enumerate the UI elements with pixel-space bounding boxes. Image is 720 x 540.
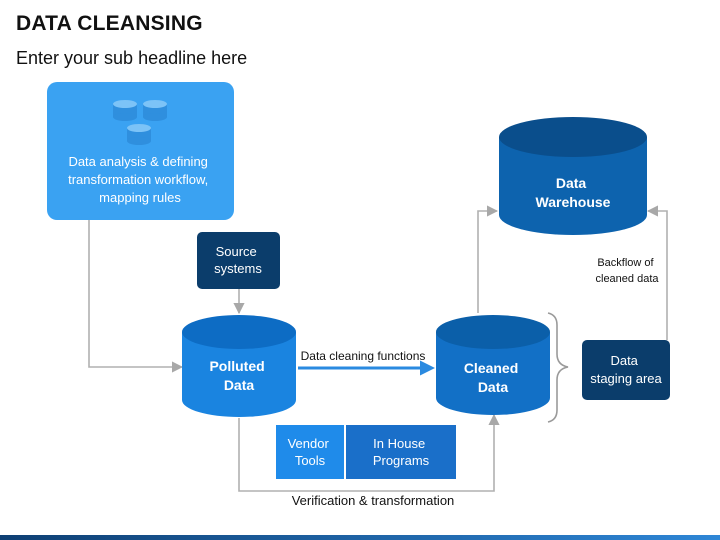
- analysis-label-line-2: transformation workflow,: [68, 172, 208, 187]
- svg-text:Vendor Tools: Vendor Tools: [288, 436, 333, 468]
- cleaned-label-line-2: Data: [478, 379, 509, 395]
- verification-connector: [238, 413, 500, 492]
- svg-text:Data analysis & defining: Data analysis & defining transformation …: [68, 154, 212, 205]
- staging-area-box: Data staging area: [582, 340, 670, 400]
- staging-label-line-2: staging area: [590, 371, 662, 386]
- vendor-label-line-1: Vendor: [288, 436, 330, 451]
- vendor-label-line-2: Tools: [295, 453, 326, 468]
- svg-text:Polluted Data: Polluted Data: [209, 358, 268, 393]
- in-house-programs-box: In House Programs: [346, 425, 456, 479]
- polluted-label-line-2: Data: [224, 377, 255, 393]
- svg-text:Cleaned Data: Cleaned Data: [464, 360, 522, 395]
- page-title: DATA CLEANSING: [16, 12, 203, 35]
- cleaned-label-line-1: Cleaned: [464, 360, 518, 376]
- database-icon: [113, 100, 167, 145]
- backflow-label-line-2: cleaned data: [596, 273, 660, 285]
- analysis-label-line-3: mapping rules: [99, 190, 181, 205]
- vendor-tools-box: Vendor Tools: [276, 425, 344, 479]
- backflow-label-line-1: Backflow of: [597, 257, 654, 269]
- backflow-connector: [646, 205, 668, 340]
- svg-text:Source systems: Source systems: [214, 244, 262, 276]
- staging-label-line-1: Data: [610, 353, 638, 368]
- polluted-data-cylinder: Polluted Data: [182, 315, 296, 417]
- warehouse-label-line-2: Warehouse: [536, 194, 611, 210]
- cleaned-data-cylinder: Cleaned Data: [436, 315, 550, 415]
- bottom-accent-bar: [0, 535, 720, 540]
- analysis-to-polluted-connector: [88, 220, 184, 373]
- verification-label: Verification & transformation: [292, 493, 455, 508]
- svg-text:Data staging area: Data staging area: [590, 353, 662, 386]
- data-warehouse-cylinder: Data Warehouse: [499, 117, 647, 235]
- source-systems-box: Source systems: [197, 232, 280, 289]
- inhouse-label-line-2: Programs: [373, 453, 430, 468]
- connectors: [88, 205, 668, 492]
- cleaned-to-warehouse-connector: [477, 205, 499, 313]
- analysis-label-line-1: Data analysis & defining: [68, 154, 207, 169]
- inhouse-label-line-1: In House: [373, 436, 425, 451]
- warehouse-label-line-1: Data: [556, 175, 587, 191]
- staging-brace: [547, 312, 569, 423]
- analysis-box: Data analysis & defining transformation …: [47, 82, 234, 220]
- svg-text:Data Warehouse: Data Warehouse: [536, 175, 611, 210]
- source-label-line-2: systems: [214, 261, 262, 276]
- source-label-line-1: Source: [216, 244, 257, 259]
- polluted-label-line-1: Polluted: [209, 358, 264, 374]
- svg-text:Backflow of cleaned data: Backflow of cleaned data: [596, 257, 660, 285]
- svg-text:In House Programs: In House Programs: [373, 436, 430, 468]
- cleaning-functions-label: Data cleaning functions: [301, 349, 426, 363]
- page-subtitle: Enter your sub headline here: [16, 48, 248, 68]
